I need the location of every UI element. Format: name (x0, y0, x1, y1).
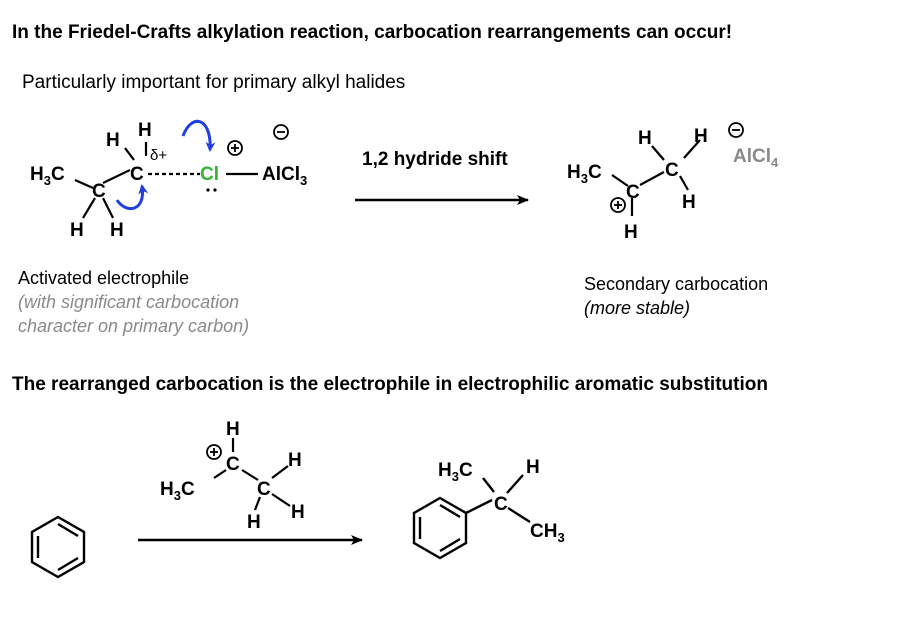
page-title: In the Friedel-Crafts alkylation reactio… (12, 22, 733, 43)
plus-charge-icon (206, 444, 222, 460)
cationic-carbon: C (226, 454, 240, 475)
secondary-carbocation-structure (611, 139, 701, 216)
hydrogen: H (682, 192, 696, 213)
subtitle: Particularly important for primary alkyl… (22, 72, 406, 93)
reactant-note-line-2: character on primary carbon) (18, 316, 250, 336)
hydrogen: H (624, 222, 638, 243)
product-label: Secondary carbocation (584, 274, 769, 294)
hydrogen: H (226, 419, 240, 440)
plus-charge-icon (610, 197, 626, 213)
secondary-carbocation-atoms: H3C C C H H H H AlCl4 (567, 126, 779, 243)
lone-pair (206, 188, 217, 192)
methyl-group: H3C (438, 460, 473, 484)
carbocation-reagent-atoms: H C H3C C H H H (160, 419, 305, 533)
methyl-group: H3C (160, 479, 195, 503)
methyl-carbon: C (257, 479, 271, 500)
reactant-note-line-1: (with significant carbocation (18, 292, 240, 312)
curved-arrow-icon (115, 184, 149, 211)
reactant-label: Activated electrophile (18, 268, 190, 288)
methyl-group: H3C (567, 162, 602, 186)
hydrogen: H (110, 220, 124, 241)
minus-charge-icon (728, 122, 744, 138)
cationic-carbon: C (626, 182, 640, 203)
hydrogen: H (106, 130, 120, 151)
benzene-ring (30, 515, 86, 579)
cumene-structure (412, 474, 531, 560)
minus-charge-icon (273, 124, 289, 140)
product-note: (more stable) (584, 298, 691, 318)
plus-charge-icon (227, 140, 243, 156)
activated-electrophile-structure (74, 142, 258, 219)
aluminum-chloride: AlCl3 (262, 164, 307, 188)
hydrogen: H (526, 457, 540, 478)
hydrogen: H (288, 450, 302, 471)
aluminate-counter-ion: AlCl4 (733, 146, 779, 170)
methyl-group: H3C (30, 164, 65, 188)
carbocation-reagent-structure (213, 438, 291, 511)
methylene-carbon: C (665, 160, 679, 181)
primary-carbon: C (130, 164, 144, 185)
hydrogen: H (70, 220, 84, 241)
benzylic-carbon: C (494, 494, 508, 515)
partial-charge: δ+ (150, 147, 167, 164)
secondary-carbon: C (92, 181, 106, 202)
activated-electrophile-atoms: H3C C C H H H H Cl AlCl3 (30, 120, 307, 241)
hydrogen: H (638, 128, 652, 149)
curved-arrow-icon (181, 119, 216, 152)
chlorine-atom: Cl (200, 164, 219, 185)
cumene-atoms: H3C C H CH3 (438, 457, 565, 545)
hydrogen: H (694, 126, 708, 147)
section-heading: The rearranged carbocation is the electr… (12, 374, 768, 395)
methyl-group: CH3 (530, 521, 565, 545)
hydrogen: H (247, 512, 261, 533)
hydrogen: H (291, 502, 305, 523)
hydrogen: H (138, 120, 152, 141)
arrow-label: 1,2 hydride shift (362, 149, 508, 170)
